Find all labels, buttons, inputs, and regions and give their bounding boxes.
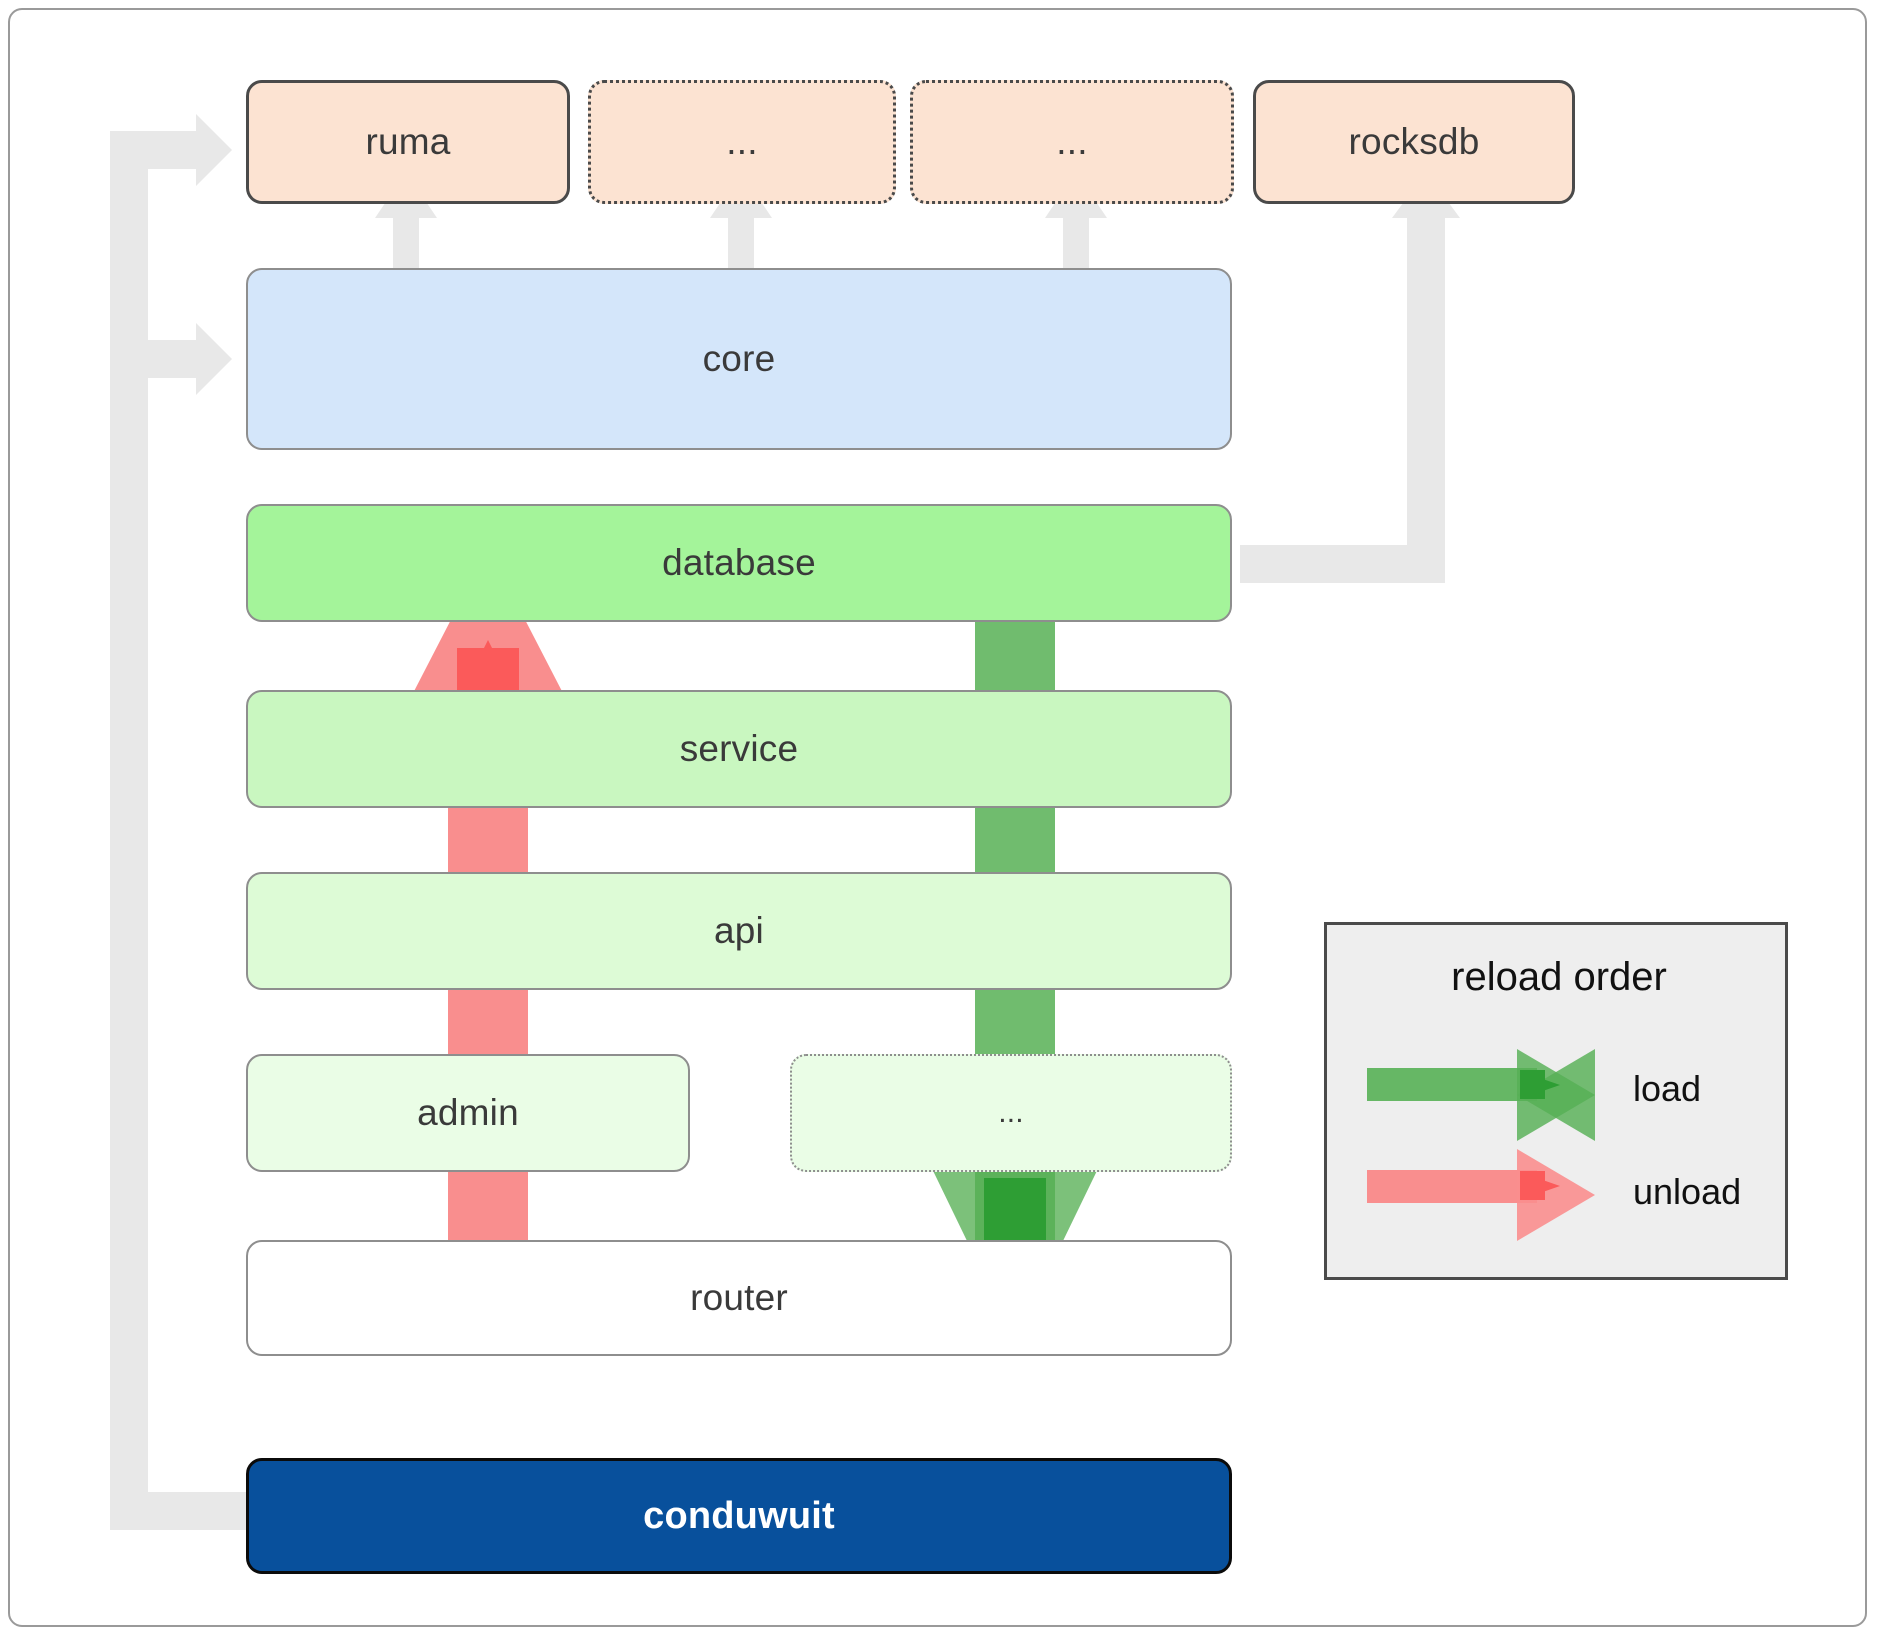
legend-label-load: load xyxy=(1633,1068,1702,1109)
node-database-label: database xyxy=(662,542,816,583)
connector-conduwuit-to-deps xyxy=(110,114,250,1530)
node-admin-label: admin xyxy=(417,1092,519,1133)
legend-panel: reload order load unload xyxy=(1324,922,1788,1280)
node-router-label: router xyxy=(690,1277,788,1318)
node-ruma[interactable]: ruma xyxy=(246,80,570,204)
legend-unload-arrow-icon xyxy=(1367,1149,1595,1241)
legend-swatches xyxy=(1367,1049,1595,1241)
legend-title: reload order xyxy=(1451,955,1667,999)
node-dep-ellipsis-1[interactable]: ... xyxy=(588,80,896,204)
node-api-label: api xyxy=(714,910,764,951)
node-rocksdb[interactable]: rocksdb xyxy=(1253,80,1575,204)
node-database[interactable]: database xyxy=(246,504,1232,622)
node-ruma-label: ruma xyxy=(365,121,451,162)
node-layer-ellipsis[interactable]: ... xyxy=(790,1054,1232,1172)
legend-label-unload: unload xyxy=(1633,1171,1742,1212)
node-dep-ellipsis-2-label: ... xyxy=(1056,121,1088,162)
node-conduwuit[interactable]: conduwuit xyxy=(246,1458,1232,1574)
legend-load-arrow-icon xyxy=(1367,1049,1595,1141)
node-api[interactable]: api xyxy=(246,872,1232,990)
node-service-label: service xyxy=(679,728,799,769)
node-router[interactable]: router xyxy=(246,1240,1232,1356)
connector-core-to-deps xyxy=(375,172,1107,270)
node-core-label: core xyxy=(702,338,776,379)
node-admin[interactable]: admin xyxy=(246,1054,690,1172)
node-core[interactable]: core xyxy=(246,268,1232,450)
node-layer-ellipsis-label: ... xyxy=(998,1096,1024,1129)
node-dep-ellipsis-1-label: ... xyxy=(726,121,758,162)
node-service[interactable]: service xyxy=(246,690,1232,808)
connector-database-to-rocksdb xyxy=(1240,172,1460,583)
node-dep-ellipsis-2[interactable]: ... xyxy=(910,80,1234,204)
node-rocksdb-label: rocksdb xyxy=(1348,121,1480,162)
node-conduwuit-label: conduwuit xyxy=(643,1494,835,1537)
